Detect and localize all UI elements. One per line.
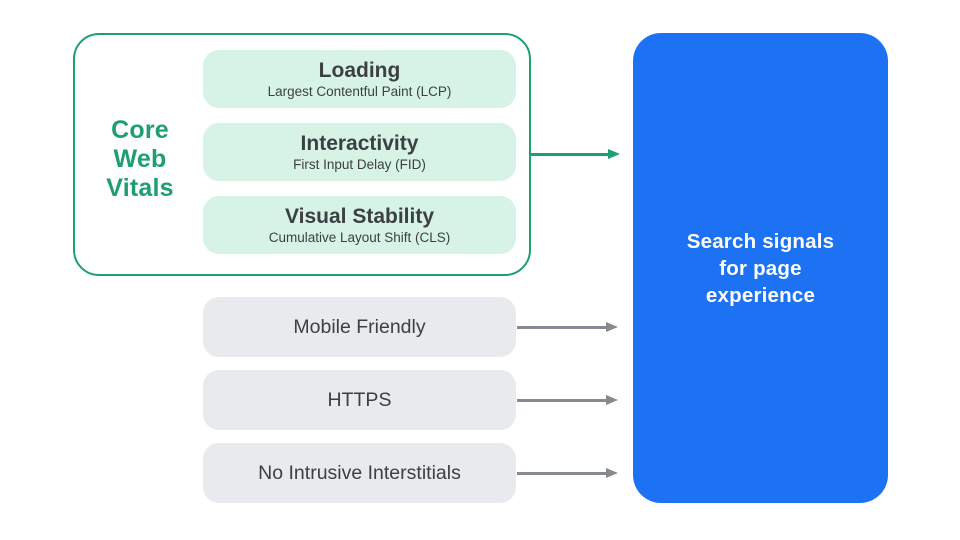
search-signals-box: Search signals for page experience: [633, 33, 888, 503]
arrow-shaft: [517, 472, 609, 475]
vital-title-interactivity: Interactivity: [300, 131, 419, 155]
vital-subtitle-lcp: Largest Contentful Paint (LCP): [267, 83, 452, 99]
arrow-shaft: [531, 153, 611, 156]
arrow-head-icon: [608, 149, 620, 159]
arrow-core-web-vitals: [531, 149, 620, 160]
core-web-vitals-label: Core Web Vitals: [106, 116, 174, 202]
vital-card-interactivity: Interactivity First Input Delay (FID): [203, 123, 516, 181]
signal-label-no-intrusive-interstitials: No Intrusive Interstitials: [258, 461, 461, 484]
signal-label-mobile-friendly: Mobile Friendly: [293, 315, 426, 338]
arrow-shaft: [517, 326, 609, 329]
vital-title-visual-stability: Visual Stability: [285, 204, 434, 228]
vital-subtitle-cls: Cumulative Layout Shift (CLS): [268, 229, 451, 245]
signal-card-no-intrusive-interstitials: No Intrusive Interstitials: [203, 443, 516, 503]
arrow-head-icon: [606, 468, 618, 478]
search-signals-label: Search signals for page experience: [686, 229, 835, 307]
arrow-no-intrusive-interstitials: [517, 468, 618, 479]
arrow-mobile-friendly: [517, 322, 618, 333]
signal-card-https: HTTPS: [203, 370, 516, 430]
arrow-head-icon: [606, 395, 618, 405]
arrow-shaft: [517, 399, 609, 402]
arrow-head-icon: [606, 322, 618, 332]
vital-card-loading: Loading Largest Contentful Paint (LCP): [203, 50, 516, 108]
arrow-https: [517, 395, 618, 406]
signal-card-mobile-friendly: Mobile Friendly: [203, 297, 516, 357]
vital-card-visual-stability: Visual Stability Cumulative Layout Shift…: [203, 196, 516, 254]
signal-label-https: HTTPS: [327, 388, 392, 411]
vital-subtitle-fid: First Input Delay (FID): [293, 156, 426, 172]
vital-title-loading: Loading: [318, 58, 401, 82]
